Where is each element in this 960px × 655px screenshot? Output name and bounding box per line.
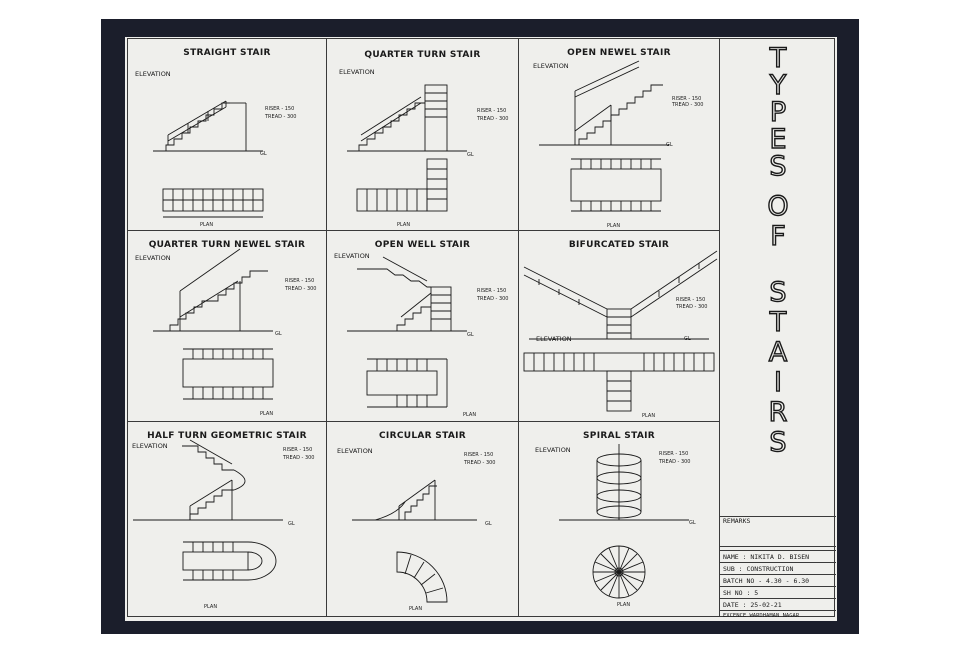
riser-label: RISER - 150 — [464, 452, 494, 458]
title-letter: T — [769, 43, 787, 74]
plan-label: PLAN — [260, 411, 274, 417]
ground-level-label: GL — [485, 521, 492, 527]
circular-stair-sketch — [352, 479, 477, 603]
elevation-label: ELEVATION — [135, 70, 171, 78]
elevation-label: ELEVATION — [337, 447, 373, 455]
ground-level-label: GL — [689, 520, 696, 526]
plan-label: PLAN — [463, 412, 477, 418]
ground-level-label: GL — [467, 152, 474, 158]
tread-label: TREAD - 300 — [659, 459, 691, 465]
title-letter: E — [769, 124, 787, 155]
title-letter: O — [767, 191, 790, 222]
panel-open-newel-stair: OPEN NEWEL STAIR ELEVATION RISER - 150 T… — [518, 38, 720, 231]
elevation-label: ELEVATION — [132, 442, 168, 450]
tread-label: TREAD - 300 — [477, 296, 509, 302]
tread-label: TREAD - 300 — [477, 116, 509, 122]
title-letter: S — [769, 427, 788, 458]
riser-label: RISER - 150 — [672, 96, 702, 102]
quarter-turn-stair-sketch — [347, 84, 467, 212]
panel-quarter-turn-newel-stair: QUARTER TURN NEWEL STAIR ELEVATION RISER… — [127, 230, 327, 422]
sheet-title: T Y P E S O F S T A I R S — [748, 43, 808, 485]
title-letter: S — [769, 151, 788, 182]
panel-title: STRAIGHT STAIR — [183, 48, 271, 58]
date-field: DATE : 25-02-21 — [720, 598, 836, 610]
elevation-label: ELEVATION — [334, 252, 370, 260]
title-letter: S — [769, 277, 788, 308]
quarter-turn-newel-stair-sketch — [153, 248, 274, 400]
sheet-number-field: SH NO : 5 — [720, 586, 836, 598]
drawing-sheet: STRAIGHT STAIR ELEVATION RISER - 150 TRE… — [125, 37, 837, 621]
title-letter: A — [768, 337, 788, 368]
title-letter: T — [769, 307, 787, 338]
title-column — [719, 38, 835, 617]
panel-title: SPIRAL STAIR — [583, 431, 655, 441]
elevation-label: ELEVATION — [535, 446, 571, 454]
ground-level-label: GL — [288, 521, 295, 527]
subject-field: SUB : CONSTRUCTION — [720, 562, 836, 574]
riser-label: RISER - 150 — [477, 288, 507, 294]
ground-level-label: GL — [666, 142, 673, 148]
panel-open-well-stair: OPEN WELL STAIR ELEVATION RISER - 150 TR… — [326, 230, 519, 422]
bifurcated-stair-sketch — [523, 250, 718, 412]
riser-label: RISER - 150 — [283, 447, 313, 453]
plan-label: PLAN — [607, 223, 621, 229]
panel-title: QUARTER TURN NEWEL STAIR — [148, 240, 306, 250]
tread-label: TREAD - 300 — [285, 286, 317, 292]
panel-spiral-stair: SPIRAL STAIR ELEVATION RISER - 150 TREAD… — [518, 421, 720, 617]
title-letter: F — [770, 221, 787, 252]
panel-straight-stair: STRAIGHT STAIR ELEVATION RISER - 150 TRE… — [127, 38, 327, 231]
plan-label: PLAN — [397, 222, 411, 228]
panel-bifurcated-stair: BIFURCATED STAIR ELEVATION RISER - 150 T… — [518, 230, 720, 422]
panel-quarter-turn-stair: QUARTER TURN STAIR ELEVATION RISER - 150… — [326, 38, 519, 231]
ground-level-label: GL — [275, 331, 282, 337]
spiral-stair-sketch — [559, 444, 689, 599]
plan-label: PLAN — [617, 602, 631, 608]
tread-label: TREAD - 300 — [283, 455, 315, 461]
panel-title: OPEN WELL STAIR — [374, 240, 471, 250]
title-letter: R — [768, 397, 788, 428]
remarks-label: REMARKS — [720, 516, 836, 546]
name-field: NAME : NIKITA D. BISEN — [720, 550, 836, 562]
straight-stair-sketch — [153, 100, 264, 218]
school-field: EXCENCE WARDHAMAN NAGAR — [720, 610, 836, 620]
title-block-spacer — [720, 546, 836, 550]
batch-field: BATCH NO - 4.30 - 6.30 — [720, 574, 836, 586]
plan-label: PLAN — [409, 606, 423, 612]
panel-title: BIFURCATED STAIR — [568, 240, 670, 250]
elevation-label: ELEVATION — [533, 62, 569, 70]
tread-label: TREAD - 300 — [464, 460, 496, 466]
plan-label: PLAN — [200, 222, 214, 228]
panel-title: CIRCULAR STAIR — [379, 431, 466, 441]
ground-level-label: GL — [467, 332, 474, 338]
tread-label: TREAD - 300 — [676, 304, 708, 310]
open-newel-stair-sketch — [539, 60, 669, 212]
panel-half-turn-geometric-stair: HALF TURN GEOMETRIC STAIR ELEVATION RISE… — [127, 421, 327, 617]
title-letter: I — [773, 367, 782, 398]
title-letter: P — [769, 97, 787, 128]
tread-label: TREAD - 300 — [265, 114, 297, 120]
riser-label: RISER - 150 — [659, 451, 689, 457]
ground-level-label: GL — [260, 151, 267, 157]
panel-title: OPEN NEWEL STAIR — [567, 48, 671, 58]
title-letter: Y — [769, 70, 787, 101]
plan-label: PLAN — [204, 604, 218, 610]
panel-circular-stair: CIRCULAR STAIR ELEVATION RISER - 150 TRE… — [326, 421, 519, 617]
panel-title: HALF TURN GEOMETRIC STAIR — [147, 431, 307, 441]
elevation-label: ELEVATION — [135, 254, 171, 262]
riser-label: RISER - 150 — [477, 108, 507, 114]
plan-label: PLAN — [642, 413, 656, 419]
riser-label: RISER - 150 — [285, 278, 315, 284]
riser-label: RISER - 150 — [265, 106, 295, 112]
half-turn-geometric-stair-sketch — [133, 439, 283, 581]
open-well-stair-sketch — [347, 256, 467, 408]
riser-label: RISER - 150 — [676, 297, 706, 303]
tread-label: TREAD - 300 — [672, 102, 704, 108]
elevation-label: ELEVATION — [339, 68, 375, 76]
panel-title: QUARTER TURN STAIR — [364, 50, 481, 60]
